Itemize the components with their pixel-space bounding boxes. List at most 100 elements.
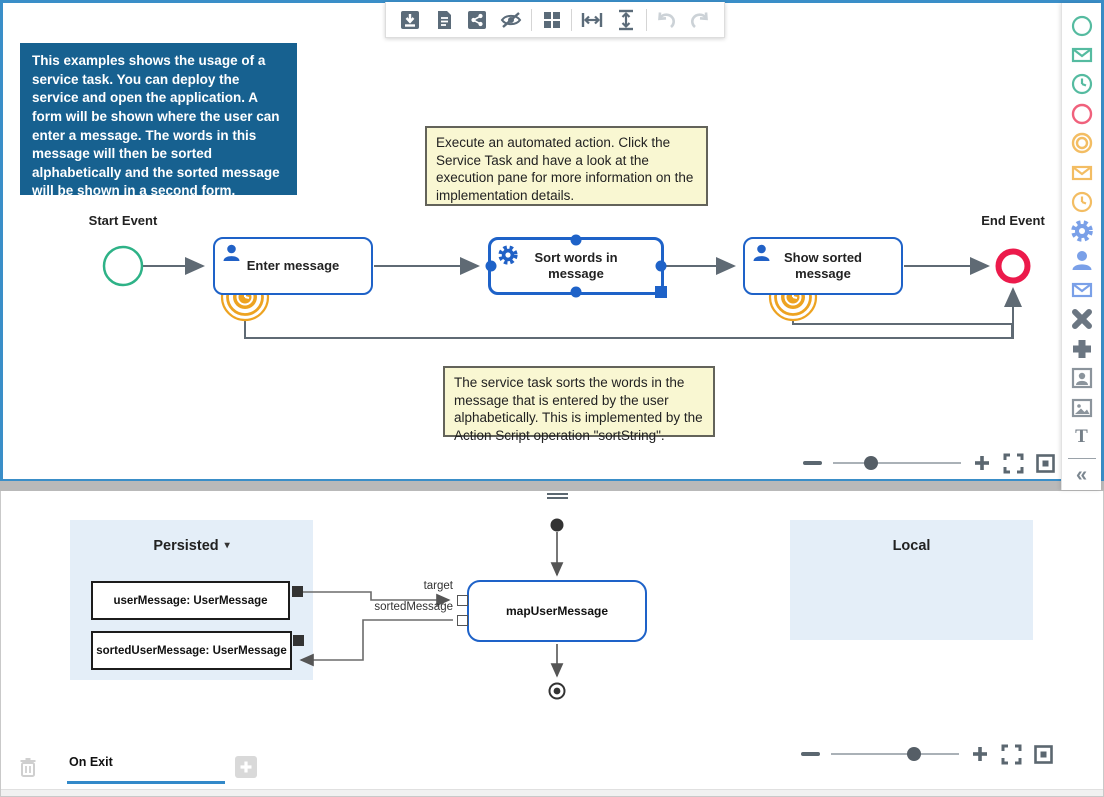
toolbar-separator [645, 8, 647, 31]
zoom-slider-track[interactable] [833, 462, 961, 464]
active-tab-underline [67, 781, 225, 784]
user-icon [753, 244, 770, 261]
process-editor-canvas[interactable]: This examples shows the usage of a servi… [0, 0, 1104, 490]
palette-divider [1067, 457, 1096, 459]
center-view-button[interactable] [1035, 453, 1056, 474]
palette-split-gateway-button[interactable] [1068, 305, 1096, 334]
local-panel: Local [790, 520, 1033, 640]
task-sort-words[interactable]: Sort words in message [485, 234, 667, 298]
palette-start-event-button[interactable] [1068, 11, 1096, 40]
hide-connectors-icon[interactable] [497, 6, 525, 34]
local-title: Local [892, 538, 931, 554]
event-tab-bar: On Exit [1, 745, 421, 789]
task-label: Show sorted message [783, 249, 862, 281]
resize-handle-top[interactable] [570, 234, 582, 246]
palette-message-intermediate-event-button[interactable] [1068, 158, 1096, 187]
note-execution[interactable]: Execute an automated action. Click the S… [425, 126, 708, 206]
target-mapping-edge[interactable] [303, 591, 451, 607]
grid-layout-icon[interactable] [538, 6, 566, 34]
persisted-panel-header[interactable]: Persisted ▾ [70, 538, 313, 554]
gear-icon [498, 245, 518, 265]
task-show-sorted[interactable]: Show sorted message [743, 237, 903, 295]
fit-to-screen-button[interactable] [1003, 453, 1024, 474]
zoom-in-button[interactable] [970, 744, 990, 764]
palette-collapse-button[interactable]: « [1068, 461, 1096, 490]
palette-timer-start-event-button[interactable] [1068, 70, 1096, 99]
zoom-slider[interactable] [831, 747, 959, 761]
map-user-message-node[interactable]: mapUserMessage [467, 580, 647, 642]
zoom-slider[interactable] [833, 456, 961, 470]
final-state-node[interactable] [548, 682, 566, 700]
palette-user-task-button[interactable] [1068, 246, 1096, 275]
share-icon[interactable] [463, 6, 491, 34]
timer2-loop-flow[interactable] [792, 321, 1013, 337]
tab-on-exit[interactable]: On Exit [67, 750, 225, 784]
document-icon[interactable] [430, 6, 458, 34]
palette-end-event-button[interactable] [1068, 99, 1096, 128]
variable-sorted-user-message[interactable]: sortedUserMessage: UserMessage [91, 631, 292, 670]
mapper-label: mapUserMessage [505, 604, 609, 618]
zoom-slider-thumb[interactable] [864, 456, 878, 470]
fit-width-icon[interactable] [578, 6, 606, 34]
info-box[interactable]: This examples shows the usage of a servi… [20, 43, 297, 198]
collapse-icon: « [1075, 464, 1088, 487]
resize-handle-bottom[interactable] [570, 286, 582, 298]
delete-tab-icon[interactable] [17, 756, 39, 778]
variable-label: sortedUserMessage: UserMessage [96, 644, 287, 657]
start-event-node[interactable] [102, 245, 144, 287]
palette-timer-intermediate-event-button[interactable] [1068, 187, 1096, 216]
add-tab-button[interactable] [235, 756, 257, 778]
zoom-out-button[interactable] [801, 752, 820, 756]
resize-handle-corner[interactable] [655, 286, 667, 298]
zoom-slider-track[interactable] [831, 753, 959, 755]
zoom-slider-thumb[interactable] [907, 747, 921, 761]
task-enter-message[interactable]: Enter message [213, 237, 373, 295]
palette-message-task-button[interactable] [1068, 275, 1096, 304]
toolbar-separator [530, 8, 532, 31]
variable-user-message-port[interactable] [292, 586, 303, 597]
user-icon [223, 244, 240, 261]
palette-text-button[interactable]: T [1068, 422, 1096, 451]
palette-message-start-event-button[interactable] [1068, 40, 1096, 69]
plus-icon [240, 761, 252, 773]
sorted-message-mapping-edge[interactable] [299, 619, 453, 667]
palette-join-gateway-button[interactable] [1068, 334, 1096, 363]
variable-sorted-user-message-port[interactable] [293, 635, 304, 646]
initial-state-node[interactable] [550, 518, 564, 532]
element-palette: T « [1061, 3, 1101, 490]
palette-image-button[interactable] [1068, 393, 1096, 422]
port-label-target: target [424, 580, 454, 592]
task-label: Sort words in message [534, 249, 618, 281]
resize-handle-left[interactable] [485, 260, 497, 272]
resize-handle-right[interactable] [655, 260, 667, 272]
zoom-out-button[interactable] [803, 461, 822, 465]
persisted-title: Persisted [153, 538, 219, 554]
end-event-label: End Event [981, 213, 1045, 228]
redo-icon[interactable] [686, 6, 714, 34]
data-mapping-pane[interactable]: Persisted▾ Local target sortedMessage [0, 491, 1104, 797]
fit-to-screen-button[interactable] [1001, 744, 1022, 765]
center-view-button[interactable] [1033, 744, 1054, 765]
variable-label: userMessage: UserMessage [113, 594, 268, 607]
palette-service-task-button[interactable] [1068, 217, 1096, 246]
pane-splitter[interactable] [0, 481, 1104, 491]
editor-toolbar [385, 2, 725, 38]
chevron-down-icon: ▾ [224, 540, 230, 551]
start-event-label: Start Event [88, 213, 158, 228]
palette-user-dialog-button[interactable] [1068, 364, 1096, 393]
palette-intermediate-event-button[interactable] [1068, 129, 1096, 158]
mapper-input-port-target[interactable] [457, 595, 468, 606]
undo-icon[interactable] [653, 6, 681, 34]
canvas-zoom-controls [803, 450, 1056, 476]
note-service-task[interactable]: The service task sorts the words in the … [443, 366, 715, 443]
timer1-loop-flow[interactable] [244, 287, 1022, 339]
mapper-output-port-sorted[interactable] [457, 615, 468, 626]
fit-height-icon[interactable] [612, 6, 640, 34]
end-event-node[interactable] [995, 248, 1031, 284]
toolbar-separator [571, 8, 573, 31]
text-icon: T [1075, 425, 1088, 447]
splitter-drag-handle[interactable] [547, 493, 568, 501]
save-file-icon[interactable] [396, 6, 424, 34]
variable-user-message[interactable]: userMessage: UserMessage [91, 581, 290, 620]
zoom-in-button[interactable] [972, 453, 992, 473]
